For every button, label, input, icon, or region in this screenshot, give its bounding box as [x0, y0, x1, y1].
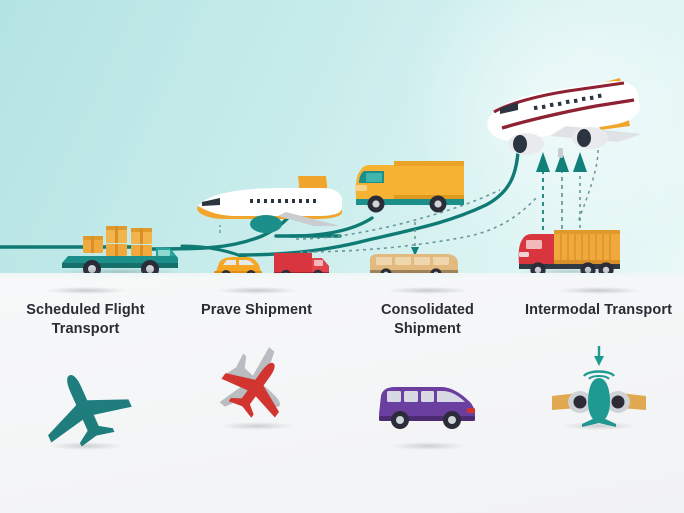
icon-shadow [48, 441, 123, 450]
legend-icon-wrap [358, 366, 498, 456]
legend-label: Scheduled Flight Transport [26, 302, 145, 338]
van-window [314, 260, 323, 266]
legend-item-scheduled-flight-transport[interactable]: Scheduled Flight Transport [0, 279, 171, 513]
icon-shadow [219, 422, 294, 431]
ascend-windows [533, 93, 602, 111]
dashed-route-b [299, 197, 537, 253]
fuselage-front [587, 378, 610, 423]
connector-network [0, 149, 599, 262]
plane-windows [250, 199, 316, 203]
plane-wing [278, 212, 340, 226]
arrowhead-up-3 [573, 152, 587, 172]
van-cargo-box [274, 253, 312, 272]
plane-fuselage [197, 188, 342, 216]
arrowhead-down-a [411, 247, 419, 256]
connector-long-route [238, 150, 520, 257]
container-ribs [560, 232, 611, 262]
illustration-scene [0, 0, 684, 279]
arrowhead-up-1 [536, 152, 550, 172]
plane-engine [250, 215, 282, 233]
vehicle-ascending-airliner [478, 68, 648, 168]
boxtruck-cargo [394, 161, 464, 201]
icon-shadow [561, 422, 636, 431]
teal-airplane-frontview-icon [551, 346, 646, 428]
boxtruck-chassis [356, 199, 464, 205]
connector-segment-b [288, 216, 374, 238]
signal-arc-outer [582, 370, 615, 378]
shadow-truck [60, 268, 180, 276]
ascend-stripe-lower [501, 98, 635, 130]
dashed-route-a [295, 189, 501, 240]
red-grey-crossed-airplanes-icon [219, 347, 280, 419]
legend-label: Consolidated Shipment [380, 302, 475, 338]
legend-columns: Scheduled Flight Transport Prave Shipmen… [0, 279, 684, 513]
column-top-shadow [44, 287, 127, 294]
signal-arc-inner [587, 375, 610, 381]
legend-item-prave-shipment[interactable]: Prave Shipment [171, 279, 342, 513]
cab-window [526, 240, 542, 249]
purple-minivan-icon [378, 386, 475, 429]
vehicle-orange-tail-airliner [190, 168, 350, 246]
arrowhead-up-2 [555, 152, 569, 172]
ascend-stripe-upper [493, 81, 625, 114]
legend-label: Prave Shipment [201, 302, 312, 318]
taillight [466, 407, 475, 413]
legend-icon-wrap [16, 366, 156, 456]
car-body [216, 257, 261, 272]
legend-panel: Scheduled Flight Transport Prave Shipmen… [0, 279, 684, 513]
tailplane [581, 416, 616, 428]
vehicle-tan-bus [366, 250, 462, 279]
legend-label: Intermodal Transport [524, 302, 673, 318]
icon-shadow [390, 441, 465, 450]
legend-item-consolidated-shipment[interactable]: Consolidated Shipment [342, 279, 513, 513]
plane-cockpit [202, 198, 220, 206]
minivan-windows [386, 390, 465, 402]
ground-line [0, 273, 684, 279]
ascend-cockpit [500, 102, 518, 114]
legend-icon-wrap [187, 346, 327, 436]
legend-icon-wrap [529, 346, 669, 436]
teal-airplane-topdown-icon [47, 374, 132, 446]
column-top-shadow [557, 287, 640, 294]
approach-arrowhead [593, 356, 604, 367]
legend-item-intermodal-transport[interactable]: Intermodal Transport [513, 279, 684, 513]
vehicle-orange-box-truck [352, 155, 470, 219]
column-top-shadow [215, 287, 298, 294]
truck-window [158, 250, 170, 256]
bus-windows [376, 257, 449, 265]
shadow-container-truck [520, 268, 620, 275]
ascend-gear [558, 148, 563, 158]
column-top-shadow [386, 287, 469, 294]
red-airplane [220, 363, 279, 419]
cargo-boxes [83, 226, 152, 256]
